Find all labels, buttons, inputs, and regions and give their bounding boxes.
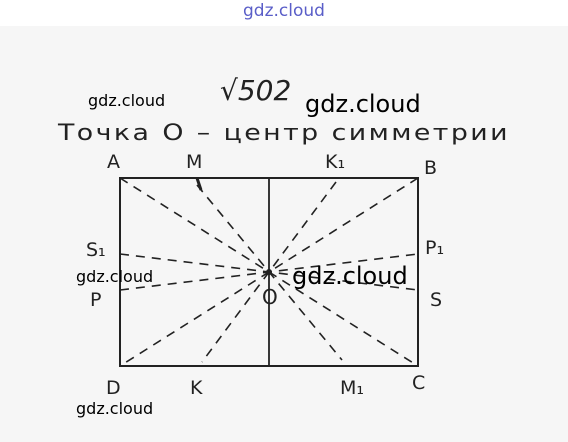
watermark: gdz.cloud <box>305 90 421 118</box>
label-c: C <box>412 372 425 394</box>
label-k1: K₁ <box>325 151 345 173</box>
site-header-link[interactable]: gdz.cloud <box>243 1 325 21</box>
label-s: S <box>430 289 442 311</box>
label-k: K <box>190 377 203 399</box>
label-p1: P₁ <box>425 237 444 259</box>
watermark: gdz.cloud <box>76 267 154 286</box>
label-a: A <box>107 151 120 173</box>
label-o: O <box>262 285 278 309</box>
label-m1: M₁ <box>340 377 364 399</box>
problem-statement: Точка O – центр симметрии <box>57 121 510 146</box>
watermark: gdz.cloud <box>292 262 408 290</box>
top-strip <box>0 0 568 26</box>
watermark: gdz.cloud <box>76 399 154 418</box>
watermark: gdz.cloud <box>88 91 166 110</box>
label-s1: S₁ <box>86 239 106 261</box>
label-d: D <box>106 377 121 399</box>
label-p: P <box>90 289 101 311</box>
notebook-paper <box>0 26 568 442</box>
point-m-mark <box>195 177 203 191</box>
problem-number: √502 <box>220 74 291 107</box>
center-point-o <box>266 269 272 275</box>
label-b: B <box>424 157 437 179</box>
label-m: M <box>186 151 202 173</box>
